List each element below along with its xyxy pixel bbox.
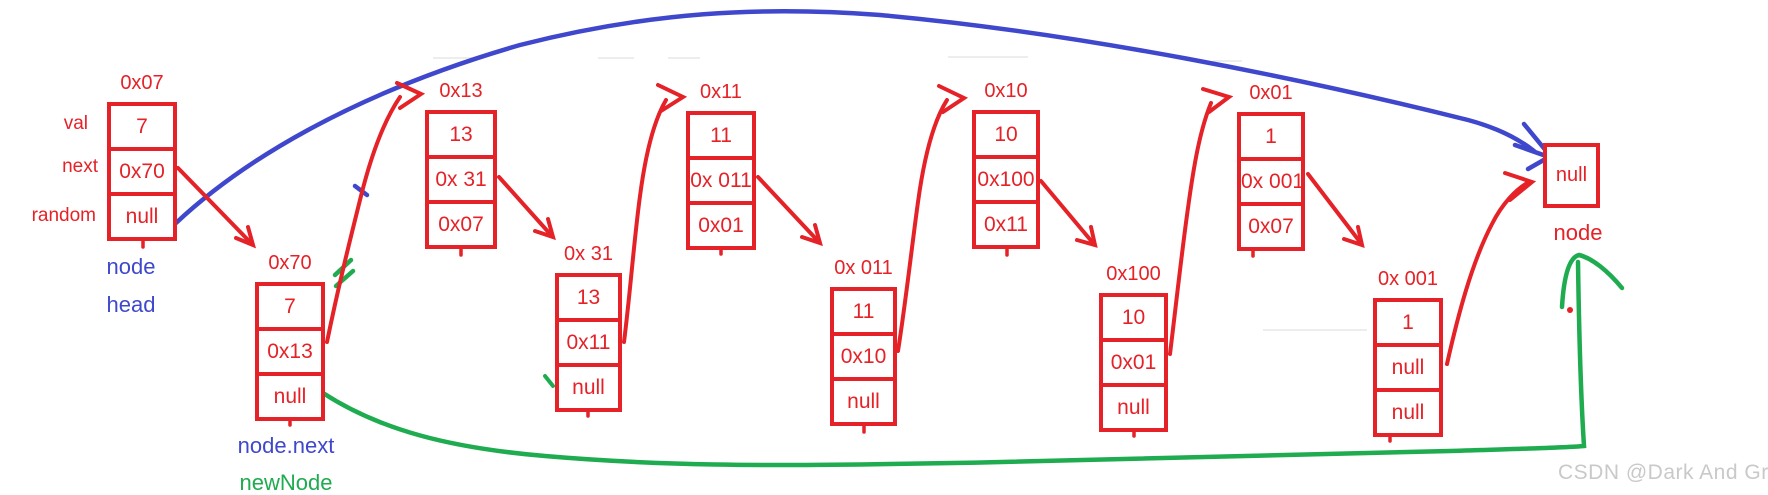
arrow-0x10-to-0x100 [1039,179,1098,248]
label-head: head [106,292,156,317]
blue-tick-mark [352,183,370,198]
arrow-0x13-to-0x31 [497,175,556,241]
arrow-0x11-to-0x011 [756,175,823,247]
green-tick-mark [543,374,555,388]
arrow-0x07-to-0x70 [176,166,257,249]
field-label-next: next [62,156,98,177]
arrow-0x011-to-0x10 [896,84,969,353]
next-cell: 0x70 [111,147,173,192]
node-0x13: 0x13 13 0x 31 0x07 [425,80,497,249]
val-cell: 7 [136,115,148,138]
field-label-random: random [31,205,96,226]
node-address: 0x 011 [834,257,893,279]
node-address: 0x70 [268,252,312,274]
next-cell: 0x 31 [429,155,493,200]
red-pen-dot [1567,307,1573,313]
arrow-0x70-to-0x13 [325,81,426,344]
val-cell: 1 [1265,125,1277,148]
next-cell: 0x 001 [1241,157,1304,202]
node-address: 0x07 [120,72,164,94]
label-terminal-node: node [1553,220,1603,245]
random-cell: 0x11 [976,200,1036,245]
node-0x31: 0x 31 13 0x11 null [555,243,622,412]
node-0x11: 0x11 11 0x 011 0x01 [686,81,756,250]
label-node: node [106,254,156,279]
val-cell: 7 [284,295,296,318]
csdn-watermark: CSDN @Dark And Grey [1558,461,1768,484]
node-0x70: 0x70 7 0x13 null [255,252,325,421]
arrow-0x01-to-0x001 [1306,172,1365,249]
val-cell: 13 [576,286,601,309]
field-label-val: val [63,113,88,134]
random-cell: null [259,372,321,417]
label-newnode: newNode [239,470,333,495]
arrow-0x31-to-0x11 [622,83,688,344]
val-cell: 11 [710,124,732,147]
random-cell: null [111,192,173,237]
random-cell: null [559,363,618,408]
node-address: 0x01 [1249,82,1293,104]
node-0x01: 0x01 1 0x 001 0x07 [1237,82,1305,251]
next-cell: 0x100 [976,155,1036,200]
next-cell: null [1377,343,1439,388]
node-0x10: 0x10 10 0x100 0x11 [972,80,1040,249]
blue-arc-to-null-arrow [173,9,1555,226]
next-cell: 0x11 [559,318,618,363]
random-cell: 0x07 [429,200,493,245]
node-0x001: 0x 001 1 null null [1373,268,1443,437]
random-cell: 0x01 [690,201,752,246]
node-address: 0x10 [984,80,1028,102]
node-address: 0x 31 [564,243,613,265]
next-cell: 0x01 [1103,338,1164,383]
next-cell: 0x 011 [690,156,752,201]
node-address: 0x11 [700,81,742,103]
val-cell: 1 [1402,311,1414,334]
random-cell: 0x07 [1241,202,1301,247]
node-0x07: 0x07 7 0x70 null [107,72,177,241]
node-0x100: 0x100 10 0x01 null [1099,263,1168,432]
val-cell: 11 [852,300,875,323]
val-cell: 13 [449,123,473,146]
terminal-null-box: null [1543,143,1600,208]
node-address: 0x100 [1106,263,1161,285]
random-cell: null [1377,388,1439,433]
random-cell: null [834,377,893,422]
arrow-0x100-to-0x01 [1168,87,1234,356]
random-cell: null [1103,383,1164,428]
node-address: 0x 001 [1377,268,1439,290]
next-cell: 0x13 [259,327,321,372]
val-cell: 10 [1121,306,1146,329]
node-0x011: 0x 011 11 0x10 null [830,257,897,426]
val-cell: 10 [994,123,1018,146]
node-address: 0x13 [439,80,483,102]
next-cell: 0x10 [834,332,893,377]
label-node-next: node.next [237,433,335,458]
